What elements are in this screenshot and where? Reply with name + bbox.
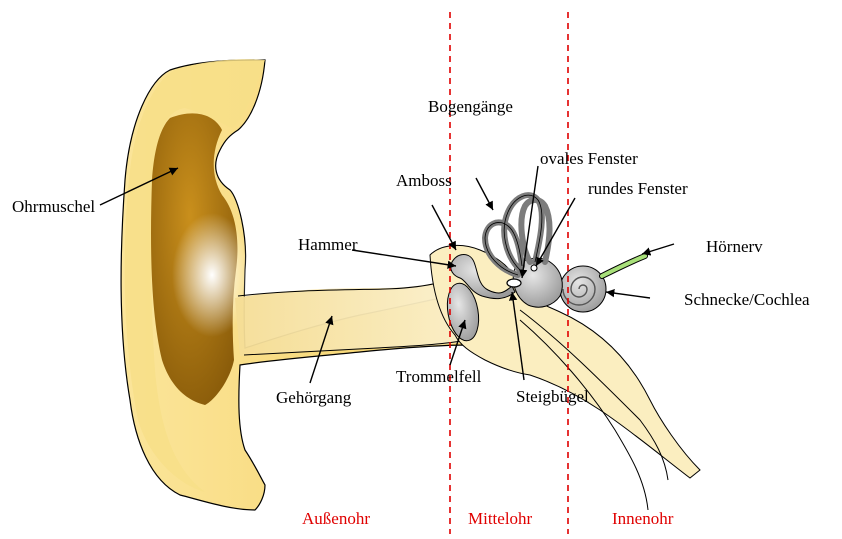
label-gehoergang: Gehörgang [276,389,351,406]
label-steigbuegel: Steigbügel [516,388,589,405]
zone-aussenohr: Außenohr [302,510,370,527]
label-rundes-fenster: rundes Fenster [588,180,688,197]
stapes [507,279,521,287]
label-amboss: Amboss [396,172,452,189]
label-ohrmuschel: Ohrmuschel [12,198,95,215]
label-schnecke: Schnecke/Cochlea [684,291,810,308]
label-hoernerv: Hörnerv [706,238,763,255]
label-trommelfell: Trommelfell [396,368,481,385]
label-ovales-fenster: ovales Fenster [540,150,638,167]
label-bogengaenge: Bogengänge [428,98,513,115]
label-hammer: Hammer [298,236,357,253]
zone-mittelohr: Mittelohr [468,510,532,527]
zone-innenohr: Innenohr [612,510,673,527]
